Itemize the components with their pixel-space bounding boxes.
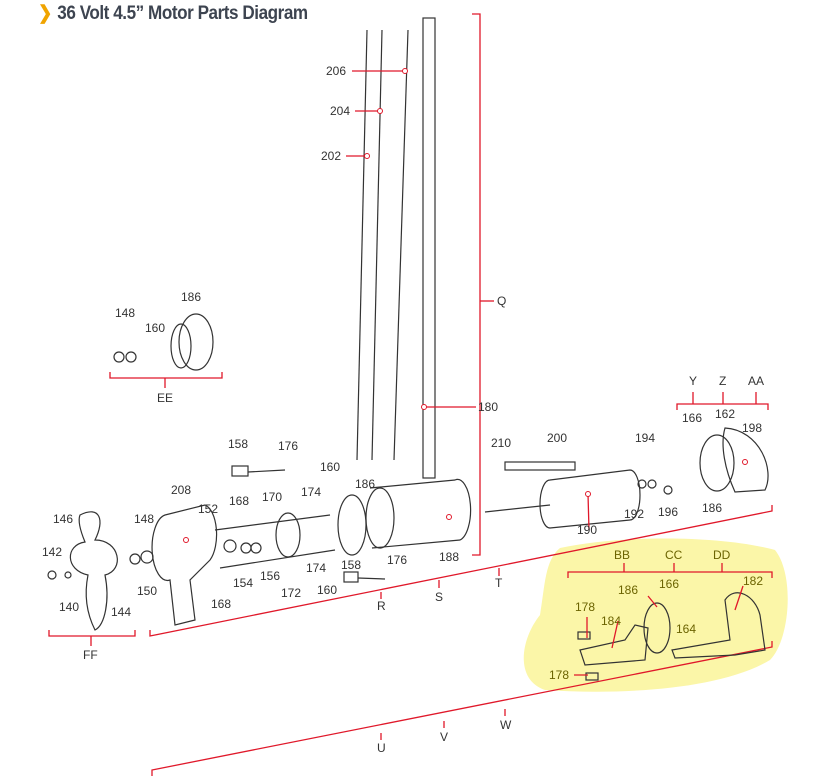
callout-152: 152 <box>198 502 218 516</box>
callout-148: 148 <box>134 512 154 526</box>
callout-182: 182 <box>743 574 763 588</box>
callout-210: 210 <box>491 436 511 450</box>
page-title: ❯36 Volt 4.5” Motor Parts Diagram <box>38 3 308 24</box>
callout-188: 188 <box>439 550 459 564</box>
callout-192: 192 <box>624 507 644 521</box>
callout-labels: 206 204 202 Q 186 148 160 EE 180 Y Z AA … <box>42 64 764 755</box>
callout-178: 178 <box>575 600 595 614</box>
group-r: R <box>377 599 386 613</box>
group-t: T <box>495 576 503 590</box>
group-cc: CC <box>665 548 683 562</box>
chevron-right-icon: ❯ <box>38 3 52 24</box>
group-s: S <box>435 590 443 604</box>
callout-194: 194 <box>635 431 655 445</box>
callout-158: 158 <box>341 558 361 572</box>
callout-178: 178 <box>549 668 569 682</box>
group-z: Z <box>719 374 726 388</box>
callout-190: 190 <box>577 523 597 537</box>
callout-174: 174 <box>301 485 321 499</box>
callout-196: 196 <box>658 505 678 519</box>
group-ff: FF <box>83 648 98 662</box>
callout-160: 160 <box>320 460 340 474</box>
group-bb: BB <box>614 548 630 562</box>
callout-146: 146 <box>53 512 73 526</box>
callout-160: 160 <box>317 583 337 597</box>
callout-170: 170 <box>262 490 282 504</box>
callout-186: 186 <box>355 477 375 491</box>
highlight-region <box>523 538 788 692</box>
callout-q: Q <box>497 294 506 308</box>
callout-144: 144 <box>111 605 131 619</box>
group-ee: EE <box>157 391 173 405</box>
callout-186: 186 <box>181 290 201 304</box>
callout-160: 160 <box>145 321 165 335</box>
callout-164: 164 <box>676 622 696 636</box>
callout-180: 180 <box>478 400 498 414</box>
callout-172: 172 <box>281 586 301 600</box>
callout-206: 206 <box>326 64 346 78</box>
callout-leaders <box>183 68 748 676</box>
callout-208: 208 <box>171 483 191 497</box>
group-y: Y <box>689 374 697 388</box>
callout-204: 204 <box>330 104 350 118</box>
bracket-lines <box>48 13 773 776</box>
callout-158: 158 <box>228 437 248 451</box>
callout-166: 166 <box>682 411 702 425</box>
group-dd: DD <box>713 548 731 562</box>
parts <box>47 17 769 681</box>
group-aa: AA <box>748 374 764 388</box>
callout-202: 202 <box>321 149 341 163</box>
callout-198: 198 <box>742 421 762 435</box>
callout-156: 156 <box>260 569 280 583</box>
group-u: U <box>377 741 386 755</box>
callout-166: 166 <box>659 577 679 591</box>
callout-176: 176 <box>278 439 298 453</box>
callout-186: 186 <box>618 583 638 597</box>
callout-176: 176 <box>387 553 407 567</box>
callout-168: 168 <box>229 494 249 508</box>
group-w: W <box>500 718 512 732</box>
callout-168: 168 <box>211 597 231 611</box>
callout-200: 200 <box>547 431 567 445</box>
group-v: V <box>440 730 448 744</box>
callout-150: 150 <box>137 584 157 598</box>
callout-140: 140 <box>59 600 79 614</box>
callout-186: 186 <box>702 501 722 515</box>
callout-174: 174 <box>306 561 326 575</box>
callout-184: 184 <box>601 614 621 628</box>
callout-148: 148 <box>115 306 135 320</box>
callout-154: 154 <box>233 576 253 590</box>
callout-162: 162 <box>715 407 735 421</box>
callout-142: 142 <box>42 545 62 559</box>
